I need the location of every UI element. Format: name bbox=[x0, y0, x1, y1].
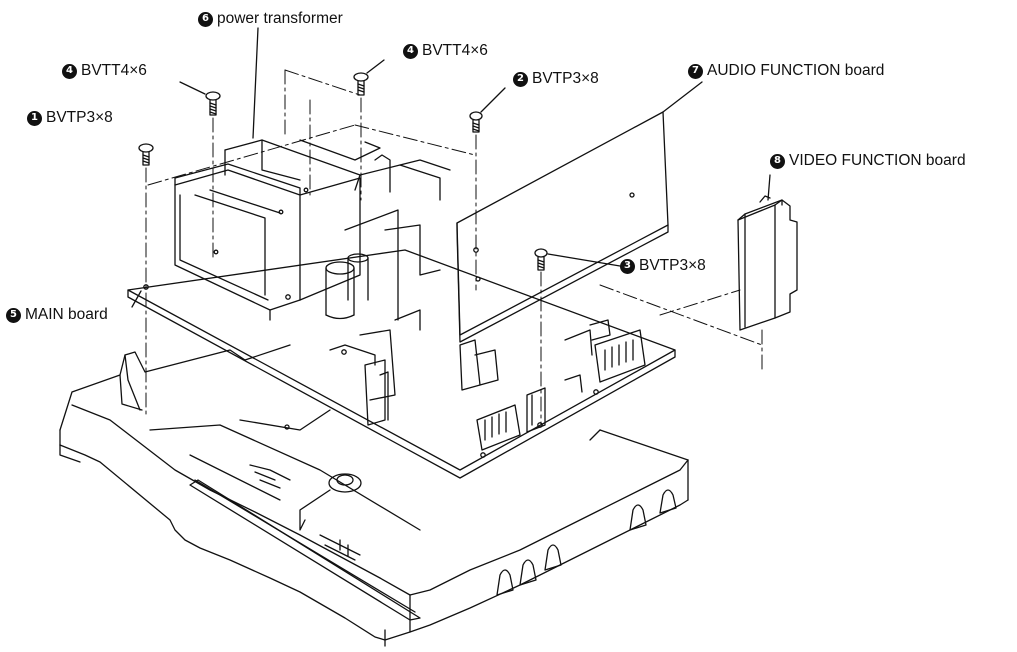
chassis-frame bbox=[60, 345, 688, 646]
callout-text: MAIN board bbox=[25, 306, 108, 323]
main-board-pcb bbox=[128, 248, 675, 478]
callout-number-8: 8 bbox=[770, 153, 785, 169]
screws bbox=[139, 73, 547, 270]
callout-number-4: 4 bbox=[403, 43, 418, 59]
label-audio-function-board: 7 AUDIO FUNCTION board bbox=[688, 62, 884, 80]
label-video-function-board: 8 VIDEO FUNCTION board bbox=[770, 152, 966, 170]
label-screw-bvtt4-right: 4 BVTT4×6 bbox=[403, 42, 488, 60]
callout-text: BVTP3×8 bbox=[639, 257, 706, 274]
audio-function-board bbox=[457, 112, 668, 342]
callout-text: BVTT4×6 bbox=[81, 62, 147, 79]
video-function-board bbox=[738, 196, 797, 330]
callout-text: BVTP3×8 bbox=[532, 70, 599, 87]
callout-number-1: 1 bbox=[27, 110, 42, 126]
callout-number-6: 6 bbox=[198, 11, 213, 27]
label-screw-bvtp3-3: 3 BVTP3×8 bbox=[620, 257, 706, 275]
callout-number-5: 5 bbox=[6, 307, 21, 323]
label-screw-bvtp3-2: 2 BVTP3×8 bbox=[513, 70, 599, 88]
label-screw-bvtp3-1: 1 BVTP3×8 bbox=[27, 109, 113, 127]
assembly-axis-lines bbox=[146, 70, 762, 425]
callout-text: BVTP3×8 bbox=[46, 109, 113, 126]
callout-number-2: 2 bbox=[513, 71, 528, 87]
callout-text: BVTT4×6 bbox=[422, 42, 488, 59]
board-components bbox=[326, 155, 645, 450]
callout-number-3: 3 bbox=[620, 258, 635, 274]
callout-text: VIDEO FUNCTION board bbox=[789, 152, 966, 169]
callout-number-4: 4 bbox=[62, 63, 77, 79]
label-screw-bvtt4-left: 4 BVTT4×6 bbox=[62, 62, 147, 80]
label-power-transformer: 6 power transformer bbox=[198, 10, 343, 28]
callout-text: AUDIO FUNCTION board bbox=[707, 62, 885, 79]
callout-number-7: 7 bbox=[688, 63, 703, 79]
leader-lines bbox=[132, 28, 770, 307]
callout-text: power transformer bbox=[217, 10, 343, 27]
label-main-board: 5 MAIN board bbox=[6, 306, 108, 324]
power-transformer-block bbox=[175, 140, 380, 320]
